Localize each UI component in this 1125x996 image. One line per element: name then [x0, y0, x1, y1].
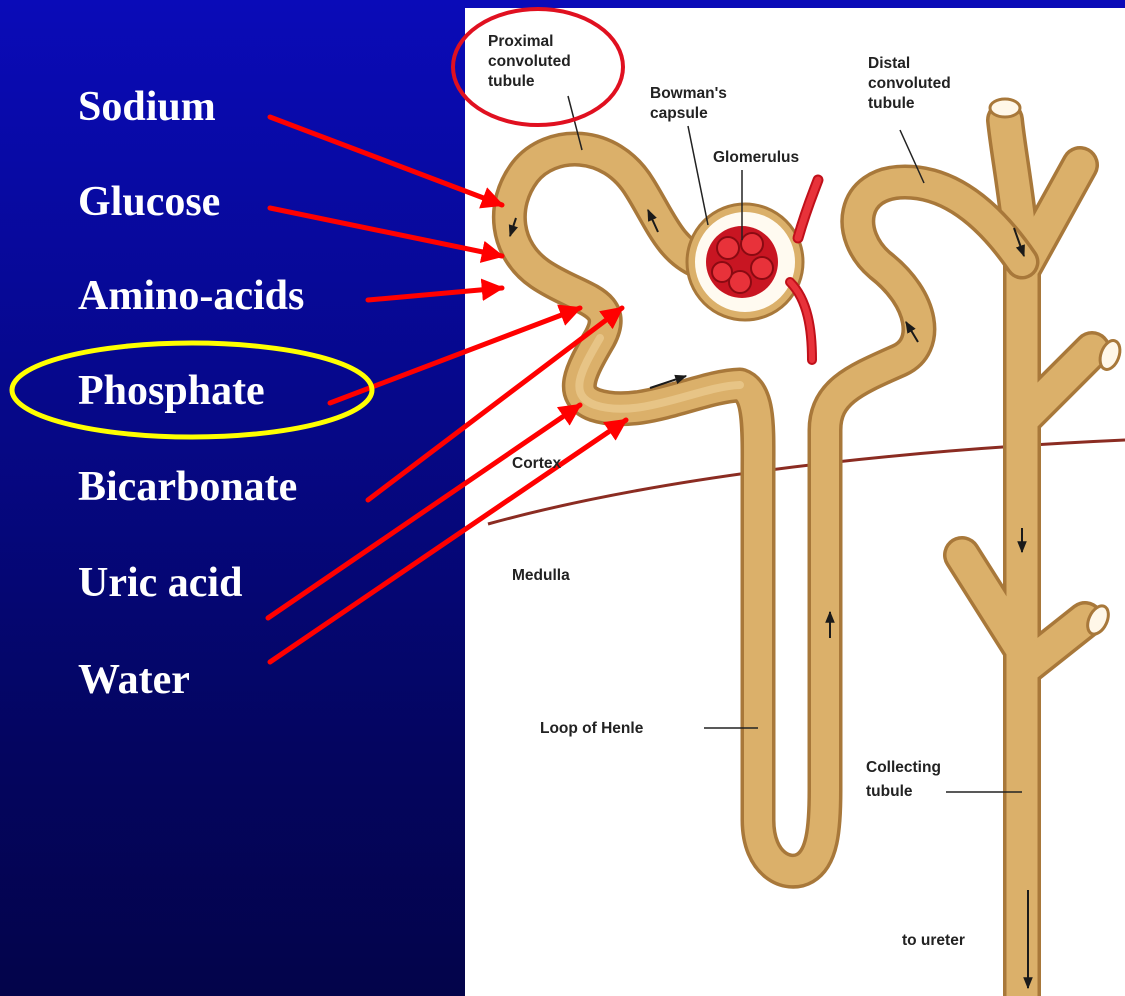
arrow-sodium — [270, 117, 502, 205]
svg-text:Bowman's capsule: Bowman's capsule — [650, 85, 731, 122]
svg-text:Distal convoluted tubu: Distal convoluted tubule — [868, 55, 955, 112]
label-to-ureter: to ureter — [902, 932, 965, 949]
bowmans-capsule — [687, 180, 818, 360]
label-medulla: Medulla — [512, 567, 570, 584]
label-proximal-line1: Proximal — [488, 33, 553, 50]
label-distal-line3: tubule — [868, 95, 915, 112]
svg-text:Proximal convoluted tu: Proximal convoluted tubule — [488, 33, 575, 90]
label-distal-line1: Distal — [868, 55, 910, 72]
svg-text:Collecting tubule: Collecting tubule — [866, 759, 945, 800]
arrow-phosphate — [330, 308, 580, 403]
arrow-glucose — [270, 208, 502, 256]
label-collecting-line1: Collecting — [866, 759, 941, 776]
label-bowman-line1: Bowman's — [650, 85, 727, 102]
arrow-amino-acids — [368, 288, 502, 300]
arrow-water — [270, 420, 626, 662]
label-glomerulus: Glomerulus — [713, 149, 799, 166]
label-loop-of-henle: Loop of Henle — [540, 720, 644, 737]
label-collecting-line2: tubule — [866, 783, 913, 800]
label-proximal-line3: tubule — [488, 73, 535, 90]
label-distal-line2: convoluted — [868, 75, 951, 92]
label-proximal-line2: convoluted — [488, 53, 571, 70]
label-bowman-line2: capsule — [650, 105, 708, 122]
phosphate-highlight-circle — [12, 343, 372, 437]
label-cortex: Cortex — [512, 455, 561, 472]
